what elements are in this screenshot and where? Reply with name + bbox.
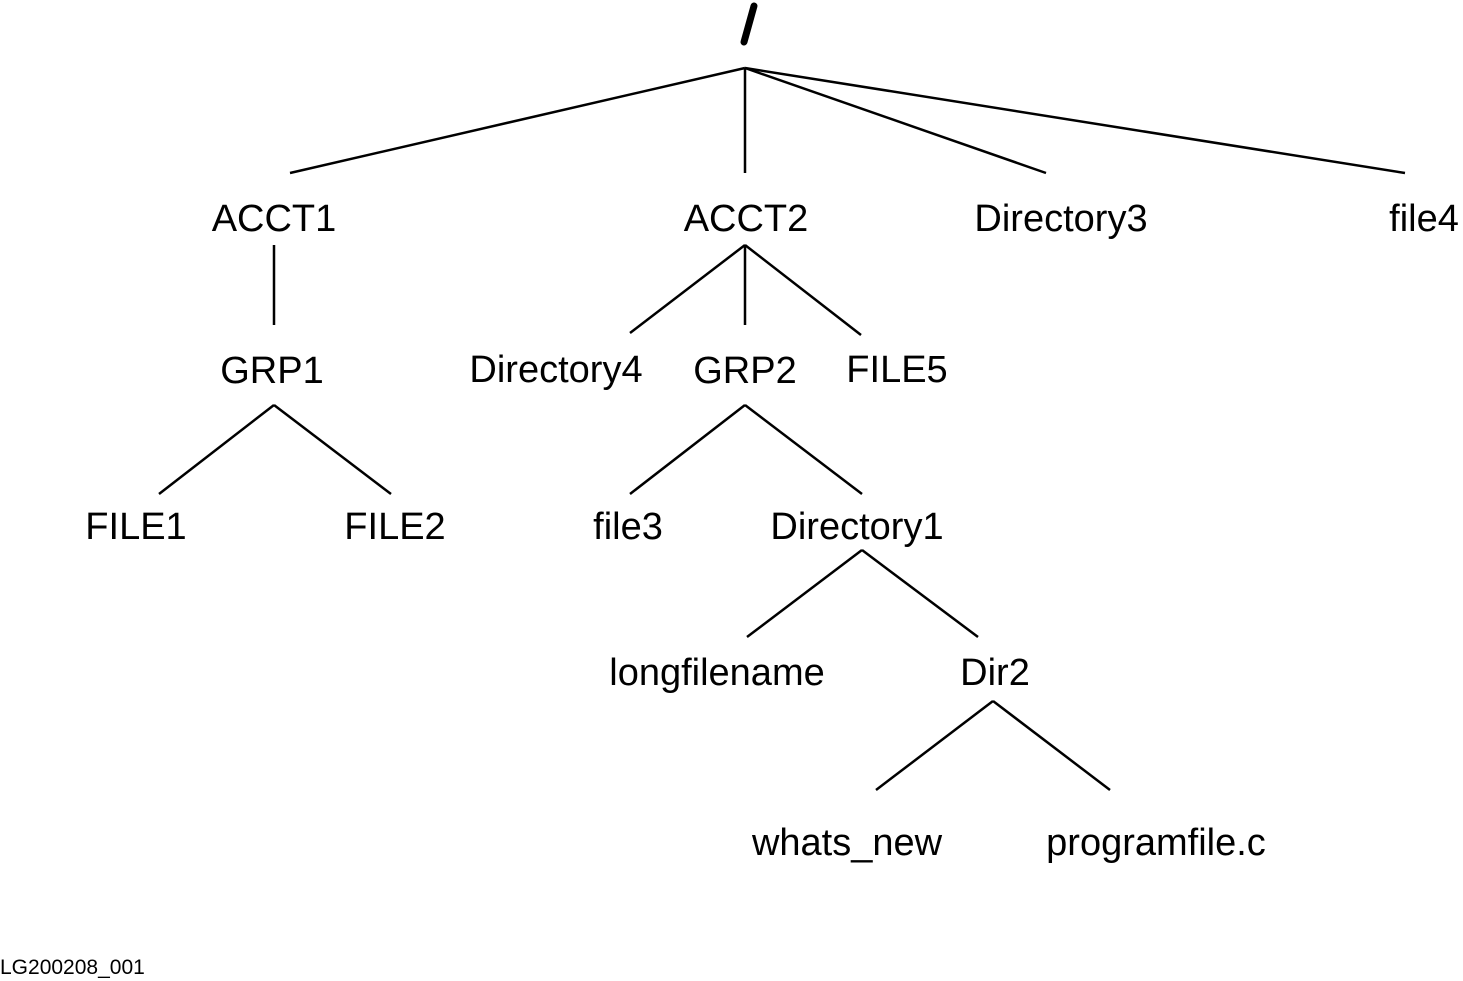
node-acct2: ACCT2: [684, 198, 809, 240]
node-directory3: Directory3: [974, 198, 1147, 240]
edge-acct2-directory4: [629, 244, 746, 334]
node-file1: FILE1: [85, 506, 186, 548]
edge-grp2-directory1: [744, 404, 863, 495]
node-programfile: programfile.c: [1046, 822, 1266, 864]
node-grp2: GRP2: [693, 350, 796, 392]
node-dir2: Dir2: [960, 652, 1030, 694]
node-file2: FILE2: [344, 506, 445, 548]
edge-dir2-programfile: [992, 700, 1111, 791]
root-slash: [740, 2, 758, 46]
node-longfilename: longfilename: [609, 652, 824, 694]
edge-grp1-file2: [273, 404, 392, 495]
edge-directory1-longfilename: [746, 549, 863, 638]
edge-dir2-whats-new: [875, 700, 994, 791]
node-acct1: ACCT1: [212, 198, 337, 240]
edge-root-file4: [744, 66, 1406, 175]
edge-grp1-file1: [158, 404, 275, 495]
node-whats-new: whats_new: [751, 822, 943, 864]
node-file3: file3: [593, 506, 663, 548]
node-file5: FILE5: [846, 349, 947, 391]
edge-directory1-dir2: [861, 549, 979, 638]
edge-root-directory3: [744, 66, 1047, 175]
acct1-edges: [158, 245, 392, 495]
node-directory1: Directory1: [770, 506, 943, 548]
figure-id: LG200208_001: [0, 956, 145, 979]
edge-root-acct1: [289, 66, 746, 175]
node-file4: file4: [1389, 198, 1459, 240]
node-directory4: Directory4: [469, 349, 642, 391]
edge-grp2-file3: [629, 404, 746, 495]
node-grp1: GRP1: [220, 350, 323, 392]
edge-acct2-file5: [744, 244, 862, 336]
acct2-edges: [629, 244, 1111, 791]
root-edges: [289, 66, 1406, 175]
